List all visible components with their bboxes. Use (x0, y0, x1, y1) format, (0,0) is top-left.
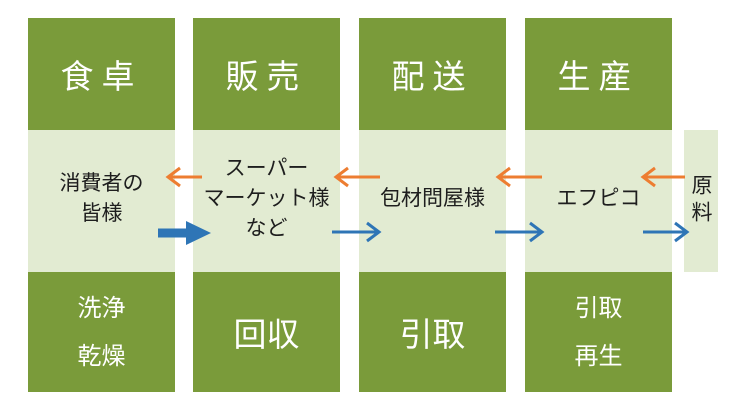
orange-arrow-2 (333, 166, 380, 188)
stage-consumers-line-1: 消費者の (59, 171, 144, 195)
action-pickup-recycle: 引取 再生 (525, 272, 672, 392)
action-recycle: 再生 (574, 342, 623, 370)
stage-supermarket-line-3: など (245, 216, 288, 240)
action-wash: 洗浄 (77, 294, 126, 322)
action-pickup: 引取 (359, 272, 506, 392)
blue-arrow-4 (643, 221, 690, 243)
blue-arrow-3 (495, 221, 545, 243)
stage-wholesaler: 包材問屋様 (359, 130, 506, 272)
action-wash-dry: 洗浄 乾燥 (28, 272, 175, 392)
blue-arrow-thick (158, 221, 211, 245)
orange-arrow-3 (495, 166, 542, 188)
blue-arrow-2 (332, 221, 382, 243)
orange-arrow-1 (165, 166, 202, 188)
stage-supermarket-line-2: マーケット様 (203, 186, 330, 210)
header-shokutaku: 食卓 (28, 18, 175, 130)
source-raw-material: 原料 (684, 130, 718, 272)
orange-arrow-4 (640, 166, 685, 188)
action-pickup-2: 引取 (574, 294, 623, 322)
stage-consumers: 消費者の 皆様 (28, 130, 175, 272)
stage-supermarket-line-1: スーパー (224, 156, 309, 180)
action-collect: 回収 (193, 272, 340, 392)
action-dry: 乾燥 (77, 342, 126, 370)
stage-supermarket: スーパー マーケット様 など (193, 130, 340, 272)
header-haisou: 配送 (359, 18, 506, 130)
header-hanbai: 販売 (193, 18, 340, 130)
stage-fpco: エフピコ (525, 130, 672, 272)
stage-consumers-line-2: 皆様 (80, 201, 123, 225)
header-seisan: 生産 (525, 18, 672, 130)
